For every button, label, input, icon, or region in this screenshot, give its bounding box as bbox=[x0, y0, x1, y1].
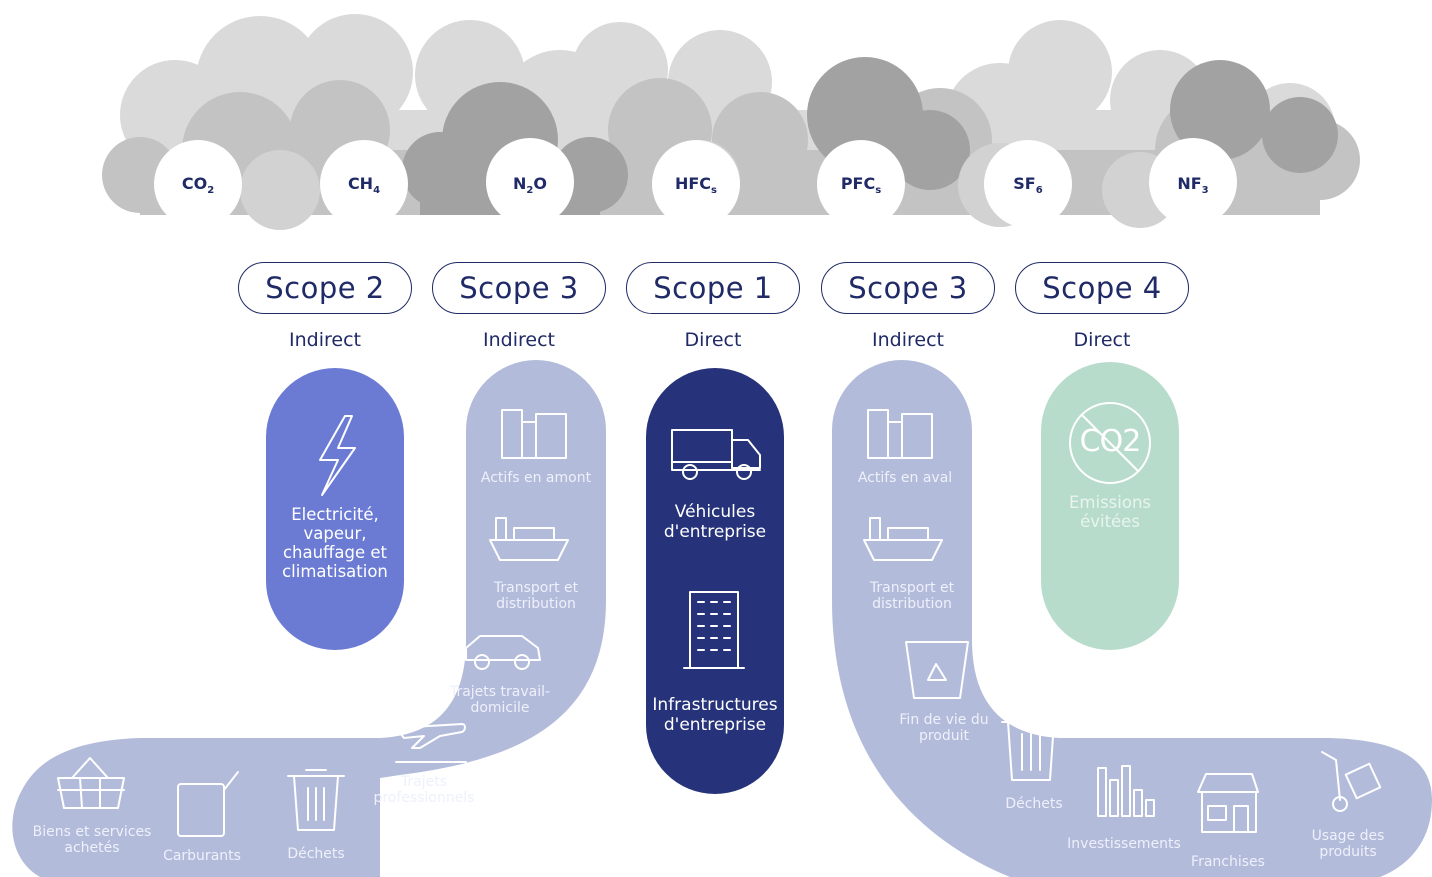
office-buildings-icon bbox=[867, 409, 933, 459]
scope-type-4: Direct bbox=[1073, 329, 1131, 351]
gas-label-n2o: N2O bbox=[513, 174, 547, 197]
scope2-shape bbox=[266, 368, 404, 650]
cargo-ship-icon bbox=[489, 517, 569, 561]
gas-bubbles bbox=[154, 138, 1237, 228]
downstream-investments-label: Investissements bbox=[1067, 836, 1181, 852]
downstream-waste-label: Déchets bbox=[1005, 796, 1063, 812]
cargo-ship-icon bbox=[863, 517, 943, 561]
scope-pill-2: Scope 2 bbox=[238, 262, 412, 314]
gas-label-co2: CO2 bbox=[181, 174, 215, 197]
office-buildings-icon bbox=[501, 409, 567, 459]
scope-pill-1: Scope 1 bbox=[626, 262, 800, 314]
trash-icon bbox=[1001, 715, 1061, 781]
airplane-icon bbox=[395, 723, 466, 749]
gas-label-pfc: PFCs bbox=[840, 174, 882, 197]
scope-type-1: Direct bbox=[684, 329, 742, 351]
upstream-transport-label: Transport et distribution bbox=[493, 580, 579, 613]
scope4-shape bbox=[1041, 362, 1179, 650]
upstream-commute-label: Trajets travail- domicile bbox=[449, 684, 551, 717]
gas-label-nf3: NF3 bbox=[1177, 174, 1209, 197]
truck-icon bbox=[671, 429, 761, 480]
no-co2-icon bbox=[1069, 402, 1151, 484]
downstream-franchises-label: Franchises bbox=[1191, 854, 1265, 870]
fuel-can-icon bbox=[177, 771, 239, 837]
basket-icon bbox=[57, 757, 125, 809]
scope-type-3-downstream: Indirect bbox=[872, 329, 944, 351]
lightning-icon bbox=[319, 415, 356, 496]
upstream-assets-label: Actifs en amont bbox=[480, 470, 592, 486]
downstream-transport-label: Transport et distribution bbox=[869, 580, 955, 613]
storefront-icon bbox=[1197, 773, 1259, 833]
downstream-assets-label: Actifs en aval bbox=[857, 470, 953, 486]
gas-label-hfc: HFCs bbox=[674, 174, 717, 197]
trash-icon bbox=[287, 769, 345, 831]
no-co2-badge-text: CO2 bbox=[1079, 424, 1142, 459]
hand-truck-icon bbox=[1321, 751, 1382, 812]
building-icon bbox=[683, 591, 745, 669]
scope-pill-3-upstream: Scope 3 bbox=[432, 262, 606, 314]
bar-chart-icon bbox=[1097, 765, 1155, 817]
upstream-goods-label: Biens et services achetés bbox=[32, 824, 152, 857]
downstream-eol-label: Fin de vie du produit bbox=[899, 712, 989, 745]
scope1-infra-label: Infrastructures d'entreprise bbox=[652, 695, 778, 735]
upstream-business-travel-label: Trajets professionnels bbox=[373, 774, 475, 807]
downstream-use-label: Usage des produits bbox=[1311, 828, 1385, 861]
scope-type-3-upstream: Indirect bbox=[483, 329, 555, 351]
gas-clouds bbox=[102, 14, 1360, 230]
upstream-fuels-label: Carburants bbox=[163, 848, 241, 864]
upstream-waste-label: Déchets bbox=[287, 846, 345, 862]
scope3-downstream-shape bbox=[832, 360, 1432, 877]
recycle-bin-icon bbox=[905, 641, 969, 699]
scope-pill-3-downstream: Scope 3 bbox=[821, 262, 995, 314]
scope4-label: Emissions évitées bbox=[1068, 493, 1151, 531]
scope-pill-4: Scope 4 bbox=[1015, 262, 1189, 314]
gas-label-ch4: CH4 bbox=[347, 174, 381, 197]
scope-type-2: Indirect bbox=[289, 329, 361, 351]
gas-label-sf6: SF6 bbox=[1013, 174, 1043, 197]
scope2-label: Electricité, vapeur, chauffage et climat… bbox=[282, 505, 388, 581]
car-icon bbox=[465, 635, 541, 670]
scope3-upstream-shape bbox=[12, 360, 606, 877]
scope1-vehicles-label: Véhicules d'entreprise bbox=[663, 502, 767, 542]
